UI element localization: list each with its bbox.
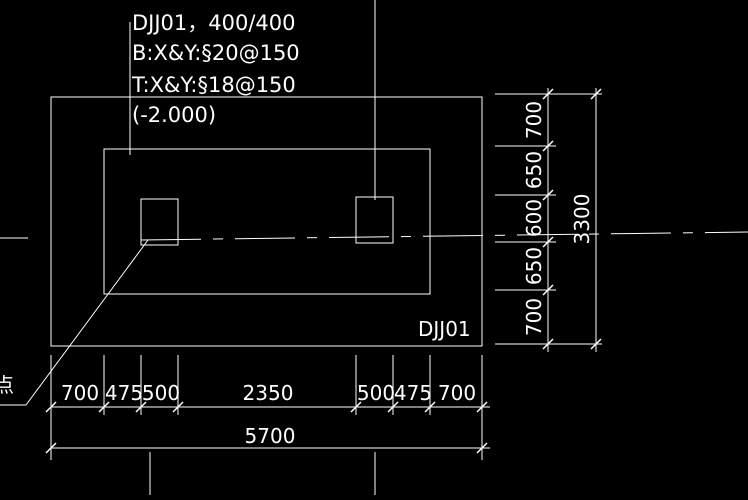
left-cropped-char: 点: [0, 373, 14, 397]
dim-right-total: 3300: [570, 194, 594, 245]
right-ticks: [542, 88, 602, 350]
footing-tag: DJJ01: [418, 317, 471, 341]
bottom-ticks: [45, 401, 488, 454]
annotation-line-1: DJJ01，400/400: [132, 11, 296, 35]
dim-right-2: 650: [522, 151, 546, 189]
dim-bottom-7: 700: [438, 381, 476, 405]
horizontal-centerline: [140, 231, 748, 241]
annotation-line-4: (-2.000): [132, 103, 216, 127]
annotation-line-2: B:X&Y:§20@150: [132, 41, 300, 65]
dim-bottom-4: 2350: [243, 381, 294, 405]
column-left: [140, 198, 179, 246]
dim-right-1: 700: [522, 101, 546, 139]
dim-right-4: 650: [522, 247, 546, 285]
dim-bottom-3: 500: [142, 381, 180, 405]
dim-right-3: 600: [522, 199, 546, 237]
annotation-line-3: T:X&Y:§18@150: [131, 73, 296, 97]
dim-bottom-6: 475: [394, 381, 432, 405]
leader-line: [0, 239, 149, 406]
dim-bottom-2: 475: [105, 381, 143, 405]
footing-outer-outline: [50, 96, 483, 347]
footing-inner-step: [103, 148, 431, 295]
dim-bottom-total: 5700: [245, 424, 296, 448]
dim-bottom-5: 500: [357, 381, 395, 405]
dim-bottom-1: 700: [61, 381, 99, 405]
column-right: [355, 196, 394, 244]
dim-right-5: 700: [522, 298, 546, 336]
